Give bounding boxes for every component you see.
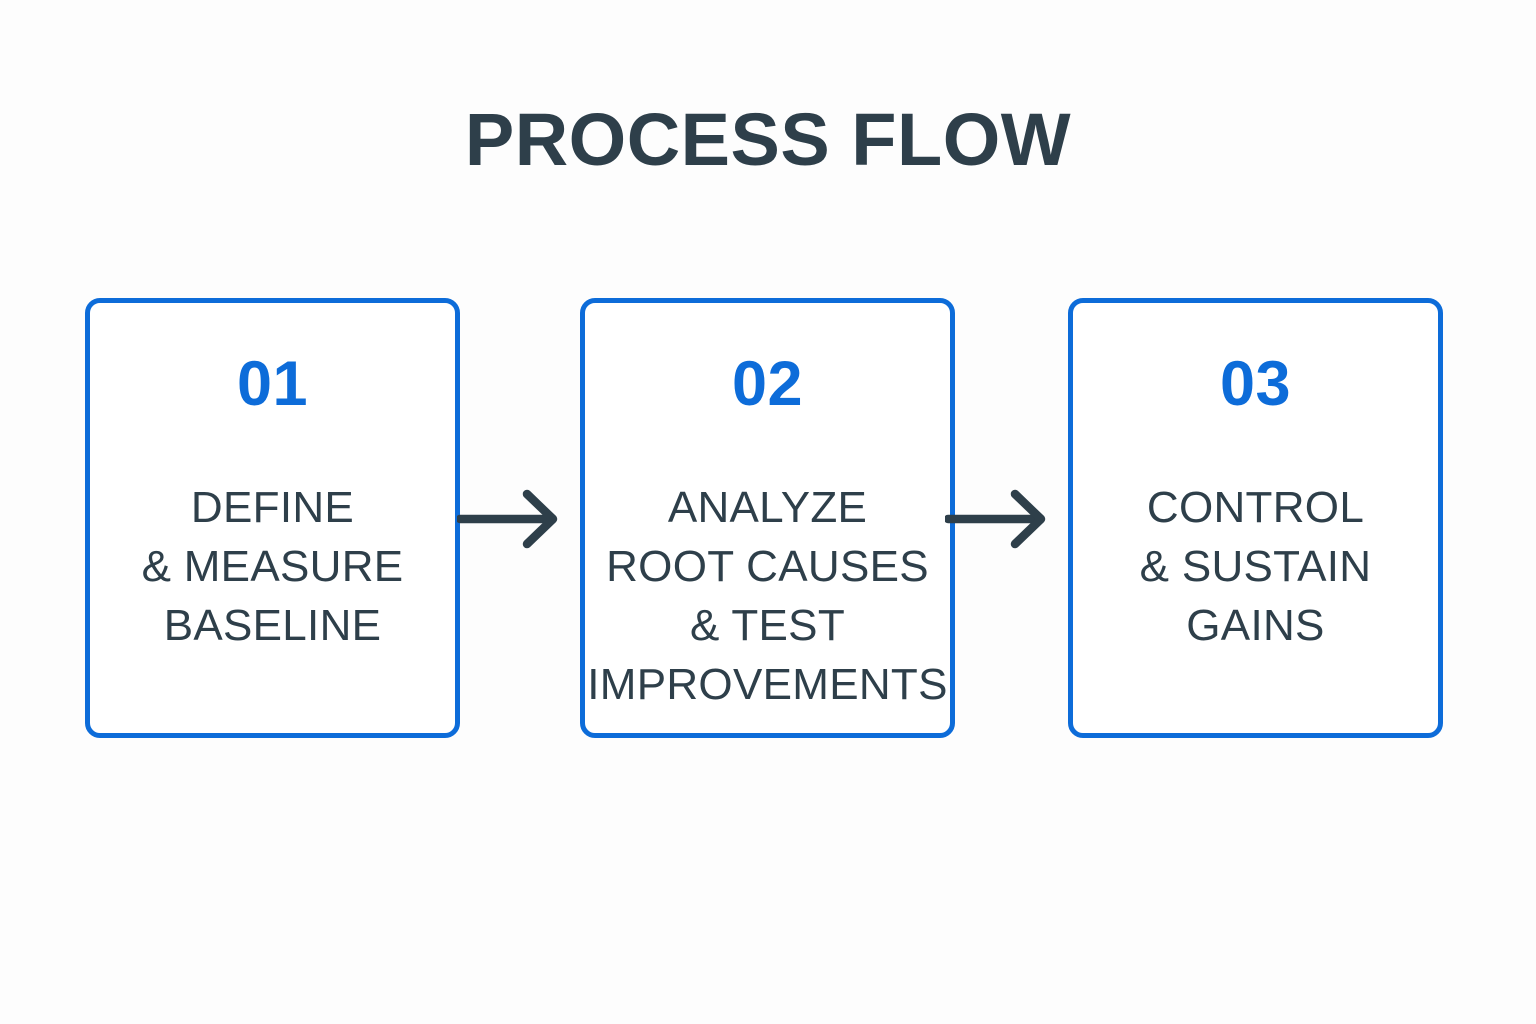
step-number-3: 03 bbox=[1219, 349, 1292, 419]
step-number-1: 01 bbox=[236, 349, 309, 419]
step-label-line: GAINS bbox=[1186, 601, 1325, 650]
step-label-line: & SUSTAIN bbox=[1139, 542, 1372, 591]
step-label-line: CONTROL bbox=[1146, 483, 1365, 532]
step-label-3: CONTROL & SUSTAIN GAINS bbox=[1073, 478, 1438, 655]
process-step-card-3[interactable]: 03 CONTROL & SUSTAIN GAINS bbox=[1068, 298, 1443, 738]
step-label-line: BASELINE bbox=[163, 601, 382, 650]
process-flow-row: 01 DEFINE & MEASURE BASELINE 02 ANALYZE … bbox=[0, 298, 1536, 738]
step-label-line: ROOT CAUSES bbox=[606, 542, 929, 591]
step-label-line: ANALYZE bbox=[667, 483, 868, 532]
process-step-card-2[interactable]: 02 ANALYZE ROOT CAUSES & TEST IMPROVEMEN… bbox=[580, 298, 955, 738]
process-step-card-1[interactable]: 01 DEFINE & MEASURE BASELINE bbox=[85, 298, 460, 738]
flow-arrow-right-icon bbox=[455, 488, 562, 550]
step-label-line: DEFINE bbox=[190, 483, 355, 532]
step-label-line: & MEASURE bbox=[141, 542, 404, 591]
step-label-2: ANALYZE ROOT CAUSES & TEST IMPROVEMENTS bbox=[585, 478, 950, 714]
step-label-line: & TEST bbox=[689, 601, 846, 650]
flow-arrow-right-icon bbox=[943, 488, 1050, 550]
step-label-1: DEFINE & MEASURE BASELINE bbox=[90, 478, 455, 655]
step-number-2: 02 bbox=[731, 349, 804, 419]
page-title: PROCESS FLOW bbox=[464, 98, 1072, 181]
step-label-line: IMPROVEMENTS bbox=[587, 660, 948, 709]
